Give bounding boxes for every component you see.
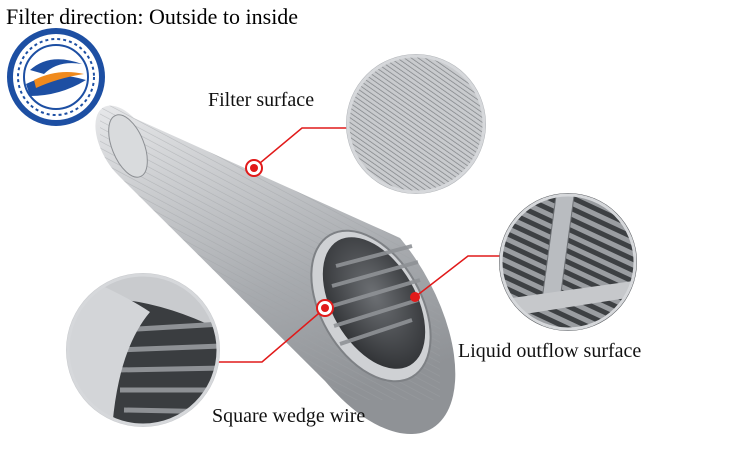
callout-square-wedge-wire (218, 299, 334, 363)
callout-filter-surface (245, 127, 350, 177)
label-square-wedge-wire: Square wedge wire (212, 405, 366, 427)
label-filter-surface: Filter surface (208, 89, 315, 111)
zoom-filter-surface (346, 54, 486, 194)
label-liquid-outflow-surface: Liquid outflow surface (458, 340, 642, 362)
page-title: Filter direction: Outside to inside (6, 4, 299, 29)
zoom-liquid-outflow (499, 193, 637, 331)
company-logo-icon (7, 28, 105, 126)
callout-liquid-outflow-surface (410, 255, 502, 302)
zoom-square-wedge-wire (66, 273, 220, 427)
